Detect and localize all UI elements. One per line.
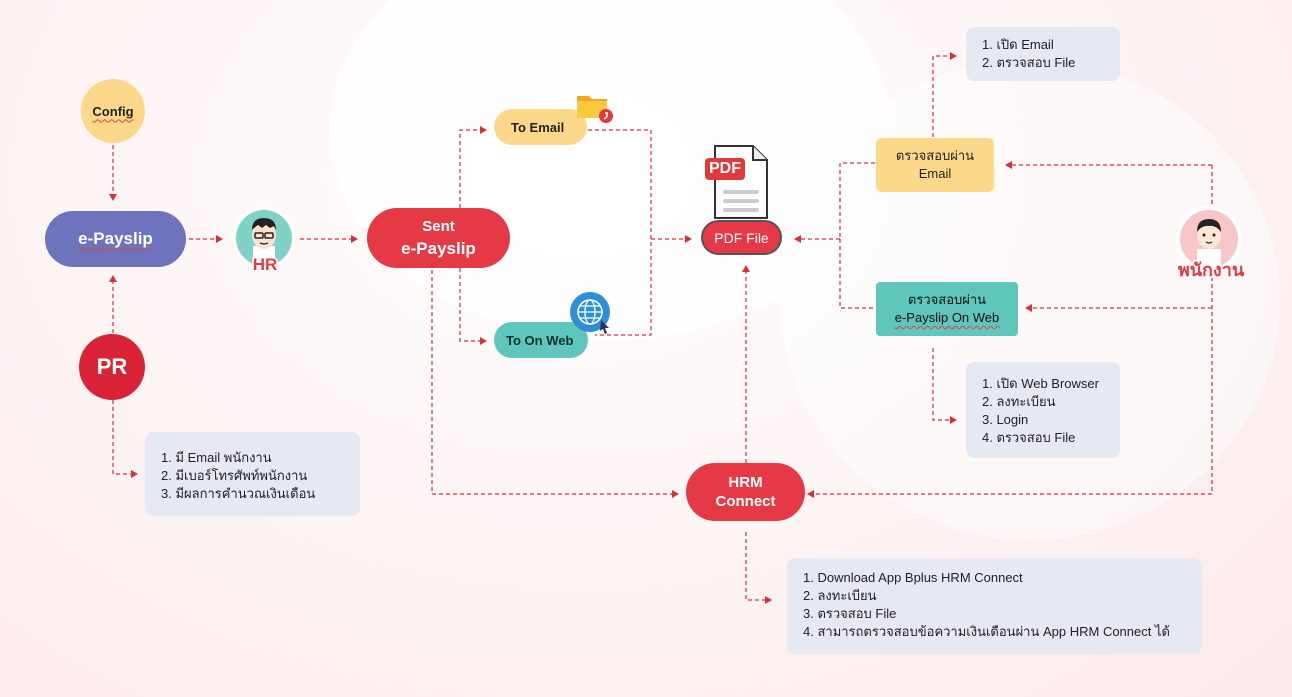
- to-email-label: To Email: [511, 119, 565, 135]
- email-step-1: 1. เปิด Email: [982, 37, 1054, 52]
- check-web-node: ตรวจสอบผ่าน e-Payslip On Web: [876, 282, 1018, 336]
- sent-label: Sent: [422, 218, 455, 235]
- pr-requirement-2: 2. มีเบอร์โทรศัพท์พนักงาน: [161, 468, 308, 483]
- hrm-steps-box: 1. Download App Bplus HRM Connect 2. ลงท…: [787, 558, 1202, 654]
- pr-node: PR: [79, 334, 145, 400]
- pdf-file-node: PDF File: [701, 220, 782, 255]
- hr-label: HR: [251, 254, 279, 276]
- hrm-label-2: Connect: [715, 493, 776, 510]
- hrm-label-1: HRM: [728, 474, 763, 491]
- globe-icon: [568, 290, 614, 336]
- hrm-step-4: 4. สามารถตรวจสอบข้อความเงินเดือนผ่าน App…: [803, 624, 1170, 639]
- hr-avatar-icon: HR: [230, 206, 300, 276]
- epayslip-node: e-Payslip: [45, 211, 186, 267]
- check-email-label-1: ตรวจสอบผ่าน: [895, 148, 975, 163]
- check-email-node: ตรวจสอบผ่าน Email: [876, 138, 994, 192]
- employee-avatar-icon: พนักงาน: [1166, 205, 1258, 283]
- folder-icon: [575, 90, 615, 126]
- email-step-2: 2. ตรวจสอบ File: [982, 55, 1076, 70]
- employee-label: พนักงาน: [1176, 259, 1245, 282]
- email-steps-box: 1. เปิด Email 2. ตรวจสอบ File: [966, 27, 1120, 81]
- web-step-3: 3. Login: [982, 412, 1029, 427]
- sent-epayslip-label: e-Payslip: [401, 239, 476, 258]
- pdf-document-icon: PDF: [705, 144, 769, 220]
- web-steps-box: 1. เปิด Web Browser 2. ลงทะเบียน 3. Logi…: [966, 362, 1120, 458]
- check-web-label-2: e-Payslip On Web: [894, 310, 1000, 325]
- config-label: Config: [92, 103, 134, 119]
- to-web-node: To On Web: [494, 322, 588, 358]
- hrm-step-2: 2. ลงทะเบียน: [803, 588, 877, 603]
- hrm-connect-node: HRM Connect: [686, 463, 805, 521]
- pr-requirement-1: 1. มี Email พนักงาน: [161, 450, 272, 465]
- pdf-icon-label: PDF: [709, 160, 741, 177]
- web-step-2: 2. ลงทะเบียน: [982, 394, 1056, 409]
- epayslip-label: e-Payslip: [78, 229, 153, 248]
- to-web-label: To On Web: [506, 332, 574, 348]
- hrm-step-3: 3. ตรวจสอบ File: [803, 606, 897, 621]
- pdf-file-label: PDF File: [714, 229, 769, 246]
- sent-epayslip-node: Sent e-Payslip: [367, 208, 510, 268]
- pr-requirements-box: 1. มี Email พนักงาน 2. มีเบอร์โทรศัพท์พน…: [145, 432, 360, 516]
- to-email-node: To Email: [494, 109, 587, 145]
- pr-requirement-3: 3. มีผลการคำนวณเงินเดือน: [161, 486, 316, 501]
- pr-label: PR: [96, 354, 128, 379]
- hrm-step-1: 1. Download App Bplus HRM Connect: [803, 570, 1023, 585]
- config-node: Config: [81, 79, 145, 143]
- web-step-4: 4. ตรวจสอบ File: [982, 430, 1076, 445]
- check-web-label-1: ตรวจสอบผ่าน: [907, 292, 987, 307]
- web-step-1: 1. เปิด Web Browser: [982, 376, 1099, 391]
- check-email-label-2: Email: [918, 166, 952, 181]
